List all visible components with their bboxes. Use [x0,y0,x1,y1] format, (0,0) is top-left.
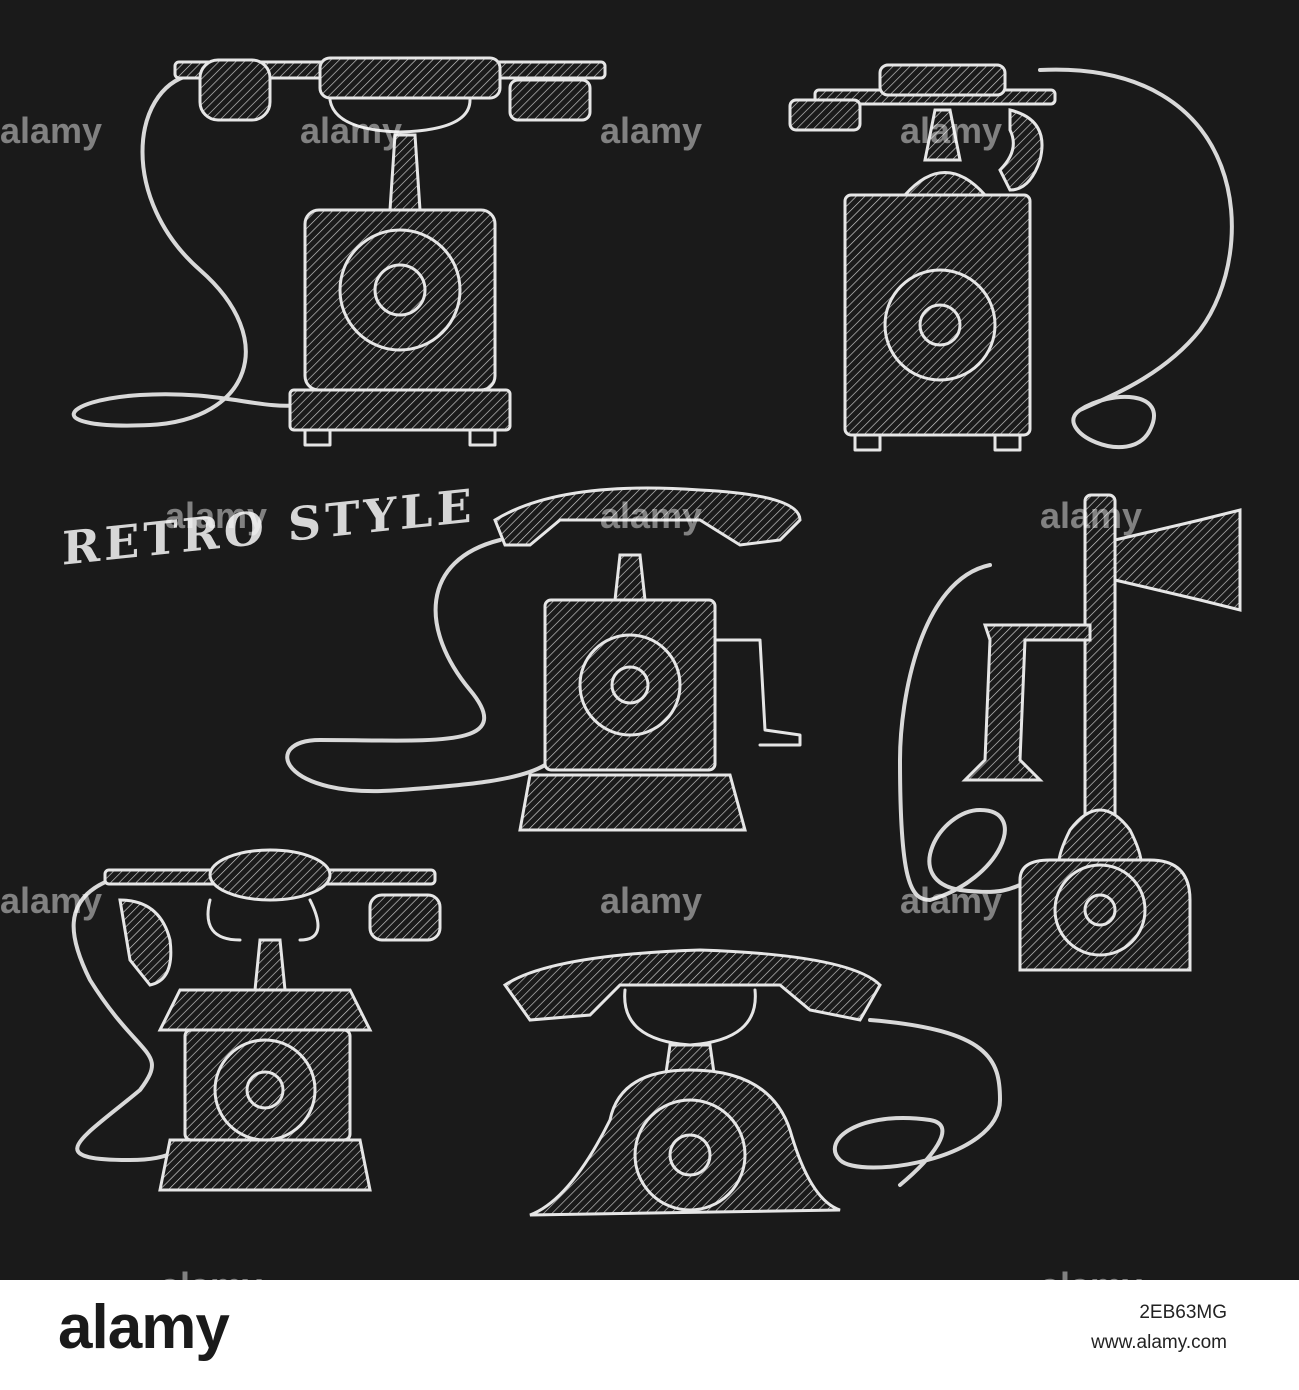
rounded-rotary-phone-icon [502,948,1003,1217]
watermark: alamy [600,880,703,921]
site-url[interactable]: www.alamy.com [1091,1332,1227,1353]
candlestick-bar-phone-icon [71,56,607,447]
cabinet-wall-phone-icon [788,63,1234,452]
ornate-cradle-phone-icon [71,848,442,1192]
phone-illustrations [71,56,1242,1217]
watermark: alamy [600,110,703,151]
watermark: alamy [160,1265,262,1280]
watermark: alamy [1040,495,1143,536]
image-id: 2EB63MG [1139,1302,1227,1323]
candlestick-phone-icon [897,493,1242,972]
watermark: alamy [0,110,103,151]
watermark: alamy [300,110,403,151]
watermark: alamy [0,880,103,921]
alamy-logo[interactable]: alamy [58,1293,230,1362]
watermark: alamy [165,495,268,536]
watermark: alamy [600,495,703,536]
stock-footer: alamy 2EB63MG www.alamy.com [0,1280,1299,1390]
crank-phone-icon [285,486,802,832]
watermark: alamy [900,110,1003,151]
watermark: alamy [1040,1265,1142,1280]
chalkboard-artwork: RETRO STYLE alamy alamy alamy alamy alam… [0,0,1299,1280]
watermark: alamy [900,880,1003,921]
